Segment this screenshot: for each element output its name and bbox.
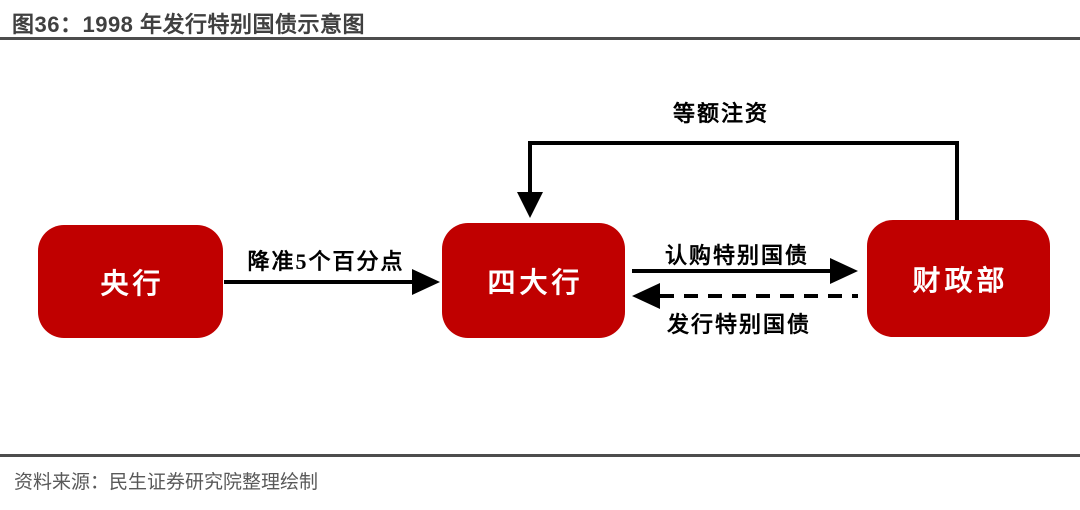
title-divider (0, 37, 1080, 40)
node-big-four-banks-label: 四大行 (487, 267, 584, 299)
node-central-bank-label: 央行 (100, 268, 165, 300)
node-central-bank: 央行 (38, 225, 223, 338)
edge-inject-elbow (528, 141, 959, 220)
edge-subscribe-arrowhead (830, 258, 858, 284)
node-ministry-of-finance: 财政部 (867, 220, 1050, 337)
figure-title: 图36：1998 年发行特别国债示意图 (12, 12, 366, 37)
edge-label-rrr-cut: 降准5个百分点 (247, 249, 405, 274)
edge-label-subscribe-bonds: 认购特别国债 (664, 243, 810, 268)
footer-divider (0, 454, 1080, 457)
edge-inject-arrowhead (517, 192, 543, 218)
edge-issue-arrowhead (632, 283, 660, 309)
edge-label-issue-bonds: 发行特别国债 (666, 312, 812, 337)
source-attribution: 资料来源：民生证券研究院整理绘制 (14, 472, 319, 493)
edge-rrr-arrowhead (412, 269, 440, 295)
edge-label-equal-injection: 等额注资 (672, 101, 770, 126)
node-ministry-of-finance-label: 财政部 (912, 265, 1009, 297)
node-big-four-banks: 四大行 (442, 223, 625, 338)
